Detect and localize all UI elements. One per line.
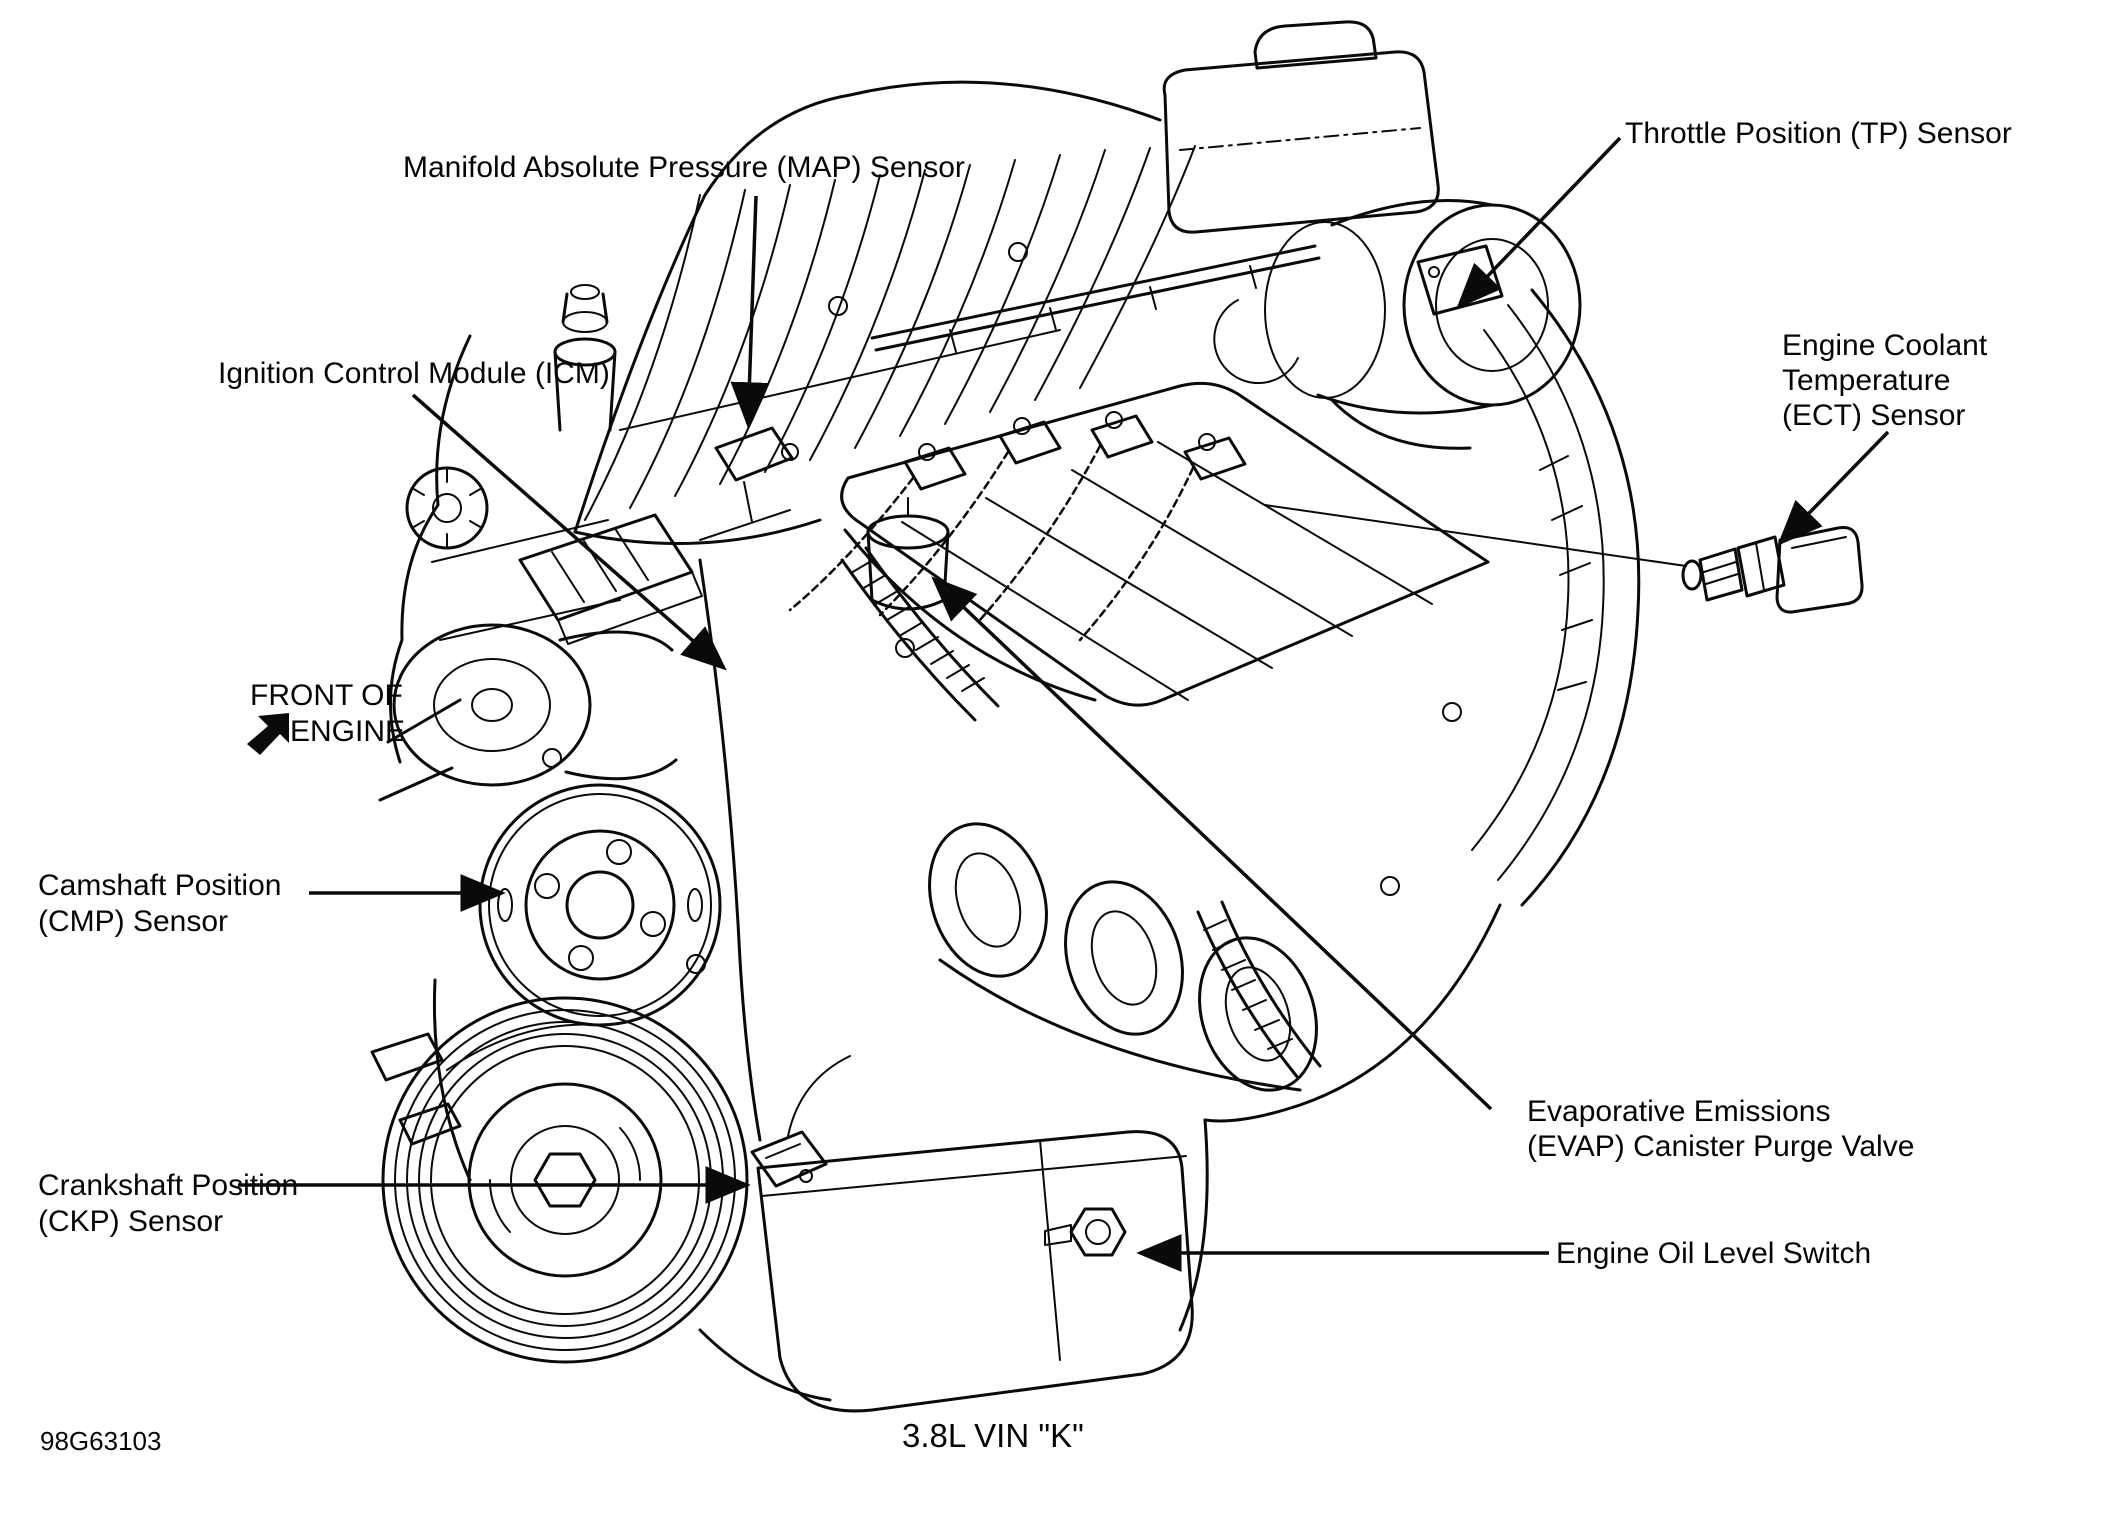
front-of-engine-note-line2: ENGINE	[290, 715, 406, 748]
intake-plenum-part	[573, 80, 1196, 545]
front-accessory-drive-part	[392, 466, 678, 787]
evap-valve-label-line2: (EVAP) Canister Purge Valve	[1527, 1130, 1915, 1163]
ckp-sensor-label-line1: Crankshaft Position	[38, 1169, 299, 1202]
exhaust-manifold-part	[928, 822, 1318, 1092]
figure-caption: 3.8L VIN "K"	[902, 1417, 1084, 1454]
map-sensor-part	[699, 426, 799, 541]
oil-pan-part	[756, 1130, 1194, 1413]
engine-block-outline-part	[370, 242, 1502, 1402]
icm-label: Ignition Control Module (ICM)	[218, 357, 610, 390]
evap-leader-line	[931, 576, 1493, 1111]
ckp-sensor-label: Crankshaft Position (CKP) Sensor	[38, 1168, 298, 1240]
ect-sensor-label-line1: Engine Coolant	[1782, 329, 1988, 362]
cmp-sensor-label-line2: (CMP) Sensor	[38, 905, 229, 938]
oil-level-switch-part	[1044, 1207, 1127, 1257]
evap-valve-label-line1: Evaporative Emissions	[1527, 1095, 1831, 1128]
icm-leader-line	[411, 393, 727, 671]
ignition-coils-part	[788, 411, 1247, 642]
ckp-sensor-label-line2: (CKP) Sensor	[38, 1205, 224, 1238]
valve-cover-part	[840, 381, 1490, 707]
tp-sensor-label: Throttle Position (TP) Sensor	[1625, 117, 2012, 150]
corrugated-hoses-part	[840, 546, 1322, 1080]
air-cleaner-throttle-body-part	[1162, 20, 1582, 450]
oil-level-switch-label: Engine Oil Level Switch	[1556, 1237, 1872, 1270]
bell-housing-part	[1471, 288, 1641, 907]
leader-lines	[238, 136, 1890, 1272]
cmp-sensor-label: Camshaft Position (CMP) Sensor	[38, 868, 281, 940]
ect-sensor-label: Engine Coolant Temperature (ECT) Sensor	[1782, 328, 1987, 433]
map-leader-line	[730, 195, 769, 428]
cmp-sensor-label-line1: Camshaft Position	[38, 869, 282, 902]
figure-id-code: 98G63103	[40, 1426, 162, 1456]
fuel-rail-part	[619, 244, 1321, 431]
front-of-engine-arrow-icon	[247, 713, 289, 755]
ect-sensor-label-line3: (ECT) Sensor	[1782, 399, 1966, 432]
tp-leader-line	[1456, 136, 1622, 309]
ect-sensor-label-line2: Temperature	[1782, 364, 1951, 397]
front-of-engine-note: FRONT OF ENGINE	[250, 678, 405, 750]
egr-valve-part	[553, 284, 617, 432]
water-pump-pulley-part	[478, 783, 722, 1027]
ect-leader-line	[1777, 430, 1890, 546]
ckp-sensor-part	[750, 1055, 851, 1188]
map-sensor-label: Manifold Absolute Pressure (MAP) Sensor	[403, 151, 965, 184]
evap-valve-label: Evaporative Emissions (EVAP) Canister Pu…	[1527, 1094, 1914, 1164]
front-of-engine-note-line1: FRONT OF	[250, 679, 403, 712]
